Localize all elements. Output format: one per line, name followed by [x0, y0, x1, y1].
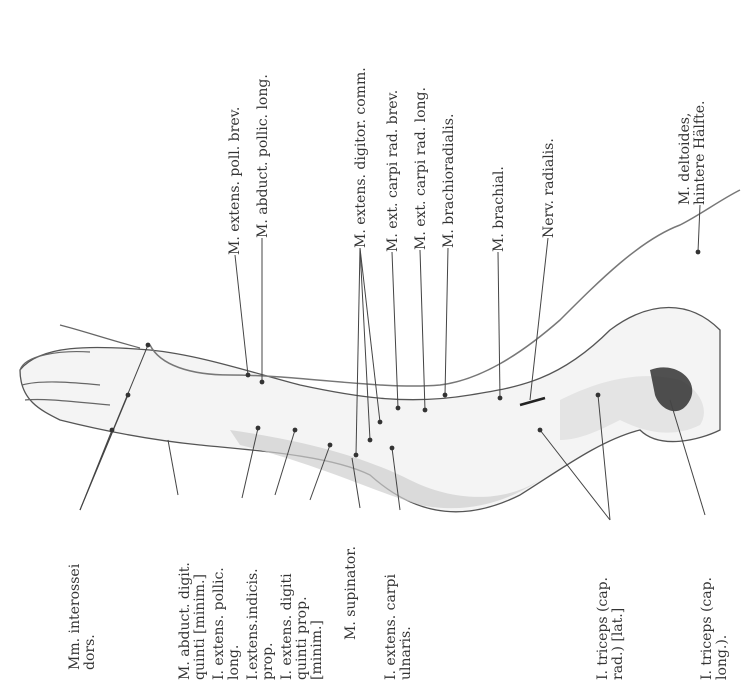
label-nerv-radialis: Nerv. radialis. [542, 138, 557, 238]
label-ext-poll-brev: M. extens. poll. brev. [228, 107, 243, 255]
label-ext-digiti-quinti: I. extens. digiti quinti prop. [minim.] [280, 573, 325, 680]
label-ext-indicis: I.extens.indicis. prop. [246, 568, 276, 680]
label-triceps-long: I. triceps (cap. long.). [700, 577, 730, 680]
arm-illustration [20, 190, 740, 512]
label-ext-pollic-long: I. extens. pollic. long. [212, 567, 242, 680]
label-triceps-lat: I. triceps (cap. rad.) [lat.] [596, 577, 626, 680]
label-ext-carpi-rad-long: M. ext. carpi rad. long. [414, 87, 429, 250]
label-interossei: Mm. interossei dors. [68, 564, 98, 670]
label-brachioradialis: M. brachioradialis. [442, 114, 457, 248]
label-brachialis: M. brachial. [492, 166, 507, 252]
label-ext-carpi-rad-brev: M. ext. carpi rad. brev. [386, 90, 401, 252]
label-ext-digit-comm: M. extens. digitor. comm. [354, 67, 369, 248]
label-deltoides: M. deltoides, hintere Hälfte. [678, 101, 708, 205]
label-abd-poll-long: M. abduct. pollic. long. [256, 74, 271, 238]
label-abduct-digiti: M. abduct. digit. quinti [minim.] [178, 562, 208, 680]
label-supinator: M. supinator. [344, 546, 359, 640]
label-ext-carpi-uln: I. extens. carpi ulnaris. [384, 574, 414, 680]
